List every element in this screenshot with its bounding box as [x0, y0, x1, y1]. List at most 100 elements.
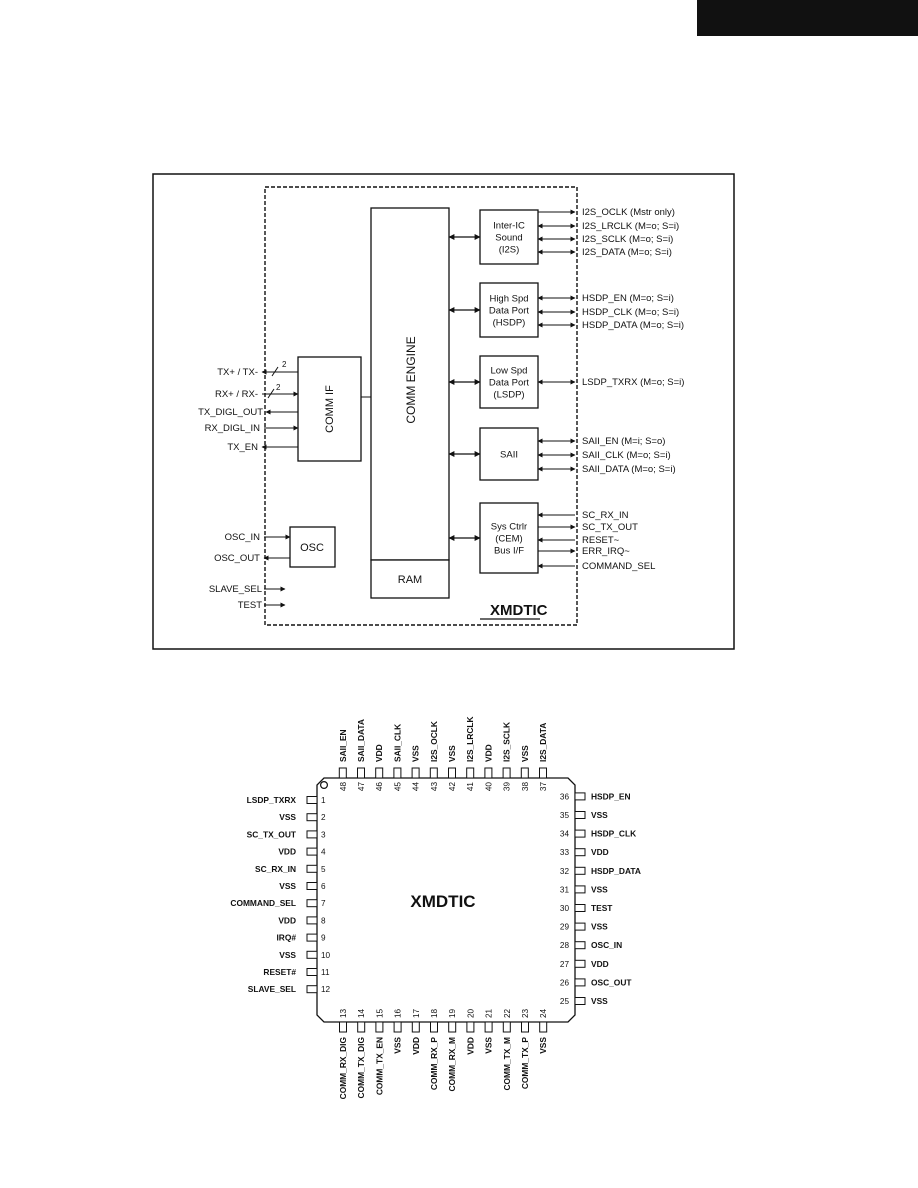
top-pin-num-44: 44 — [412, 782, 421, 792]
right-pin-name-29: VSS — [591, 922, 608, 932]
bottom-pin-19 — [448, 1021, 457, 1033]
left-pin-num-2: 2 — [321, 813, 326, 822]
bottom-pin-name-15: COMM_TX_EN — [374, 1037, 384, 1095]
sysctrl-block-label-2: Bus I/F — [494, 546, 524, 557]
signal-osc-in: OSC_IN — [225, 532, 261, 543]
left-pin-num-6: 6 — [321, 882, 326, 891]
osc-label: OSC — [300, 542, 324, 554]
bottom-pin-22 — [502, 1021, 511, 1033]
top-pin-37 — [539, 767, 547, 779]
left-pin-4 — [306, 847, 318, 856]
right-pin-31 — [574, 885, 586, 894]
bottom-pin-num-23: 23 — [521, 1008, 530, 1018]
top-pin-num-43: 43 — [430, 782, 439, 792]
osc-block — [289, 526, 336, 568]
hsdp-signal-0: HSDP_EN (M=o; S=i) — [582, 293, 674, 304]
right-pin-34 — [574, 829, 586, 838]
bottom-pin-name-14: COMM_TX_DIG — [356, 1037, 366, 1098]
pin1-marker — [320, 780, 329, 789]
signal-rx-digl-in: RX_DIGL_IN — [205, 423, 261, 434]
right-pin-num-28: 28 — [560, 941, 570, 950]
package-chip-name: XMDTIC — [410, 892, 475, 911]
right-pin-name-33: VDD — [591, 847, 609, 857]
left-pin-8 — [306, 916, 318, 925]
top-pin-name-39: I2S_SCLK — [502, 722, 512, 762]
ram-block — [370, 559, 450, 599]
txpm-bus-slash — [271, 366, 279, 377]
rxpm-bus-slash — [267, 388, 275, 399]
top-pin-num-38: 38 — [521, 782, 530, 792]
right-pin-27 — [574, 959, 586, 968]
chip-boundary — [264, 186, 578, 626]
top-pin-name-37: I2S_DATA — [538, 723, 548, 762]
left-pin-name-1: LSDP_TXRX — [247, 795, 297, 805]
left-pin-num-1: 1 — [321, 796, 326, 805]
top-pin-46 — [375, 767, 384, 779]
right-pin-name-25: VSS — [591, 996, 608, 1006]
left-pin-name-10: VSS — [279, 950, 296, 960]
i2s-block-label-1: Sound — [495, 233, 522, 244]
left-pin-6 — [306, 882, 318, 890]
lsdp-signal-0: LSDP_TXRX (M=o; S=i) — [582, 377, 684, 388]
left-pin-10 — [306, 950, 318, 959]
hsdp-signal-2: HSDP_DATA (M=o; S=i) — [582, 320, 684, 331]
signal-tx-digl-out: TX_DIGL_OUT — [198, 407, 263, 418]
right-pin-num-32: 32 — [560, 867, 570, 876]
right-pin-num-31: 31 — [560, 885, 570, 894]
right-pin-28 — [574, 941, 586, 950]
lsdp-block-label-1: Data Port — [489, 378, 529, 389]
left-pin-name-2: VSS — [279, 812, 296, 822]
bottom-pin-num-18: 18 — [430, 1008, 439, 1018]
sysctrl-signal-1: SC_TX_OUT — [582, 522, 638, 533]
bottom-pin-num-14: 14 — [357, 1008, 366, 1018]
right-pin-29 — [574, 922, 586, 931]
bottom-pin-23 — [521, 1021, 529, 1033]
top-pin-name-42: VSS — [447, 745, 457, 762]
top-pin-name-41: I2S_LRCLK — [465, 716, 475, 762]
top-pin-name-44: VSS — [411, 745, 421, 762]
right-pin-36 — [574, 792, 586, 801]
left-pin-12 — [306, 985, 318, 994]
right-pin-name-30: TEST — [591, 903, 613, 913]
right-pin-num-25: 25 — [560, 997, 570, 1006]
top-pin-num-39: 39 — [503, 782, 512, 792]
right-pin-num-30: 30 — [560, 904, 570, 913]
left-pin-1 — [306, 796, 318, 804]
bottom-pin-name-17: VDD — [411, 1037, 421, 1055]
top-pin-num-40: 40 — [484, 782, 493, 792]
left-pin-3 — [306, 830, 318, 839]
bottom-pin-num-20: 20 — [466, 1008, 475, 1018]
block-diagram: XMDTIC COMM ENGINE RAM COMM IF OSC Inter… — [152, 173, 735, 650]
sysctrl-signal-3: ERR_IRQ~ — [582, 546, 630, 557]
sysctrl-block-label-1: (CEM) — [495, 534, 522, 545]
bottom-pin-num-15: 15 — [375, 1008, 384, 1018]
right-pin-name-27: VDD — [591, 959, 609, 969]
left-pin-num-9: 9 — [321, 934, 326, 943]
left-pin-name-11: RESET# — [263, 967, 296, 977]
left-pin-name-9: IRQ# — [276, 933, 296, 943]
i2s-signal-0: I2S_OCLK (Mstr only) — [582, 207, 675, 218]
block-sysctrl: Sys Ctrlr(CEM)Bus I/FSC_RX_INSC_TX_OUTRE… — [448, 502, 655, 574]
bottom-pin-18 — [430, 1021, 438, 1033]
block-chip-name: XMDTIC — [490, 602, 548, 619]
sysctrl-signal-0: SC_RX_IN — [582, 510, 629, 521]
top-pin-40 — [484, 767, 493, 779]
ram-label: RAM — [398, 574, 422, 586]
right-pin-name-31: VSS — [591, 884, 608, 894]
right-pin-num-36: 36 — [560, 792, 570, 801]
saii-signal-1: SAII_CLK (M=o; S=i) — [582, 450, 671, 461]
top-pin-41 — [466, 767, 475, 779]
left-pin-num-12: 12 — [321, 985, 331, 994]
sysctrl-signal-2: RESET~ — [582, 535, 620, 546]
bottom-pin-17 — [411, 1021, 420, 1033]
right-pin-num-29: 29 — [560, 923, 570, 932]
left-signals: TX+ / TX- 2 RX+ / RX- 2 TX_DIGL_OUT RX_D… — [198, 360, 299, 611]
bottom-pin-num-24: 24 — [539, 1008, 548, 1018]
left-pin-num-5: 5 — [321, 865, 326, 874]
i2s-signal-3: I2S_DATA (M=o; S=i) — [582, 247, 672, 258]
top-pin-47 — [357, 767, 365, 779]
left-pin-9 — [306, 933, 318, 942]
comm-engine-label: COMM ENGINE — [404, 336, 418, 423]
